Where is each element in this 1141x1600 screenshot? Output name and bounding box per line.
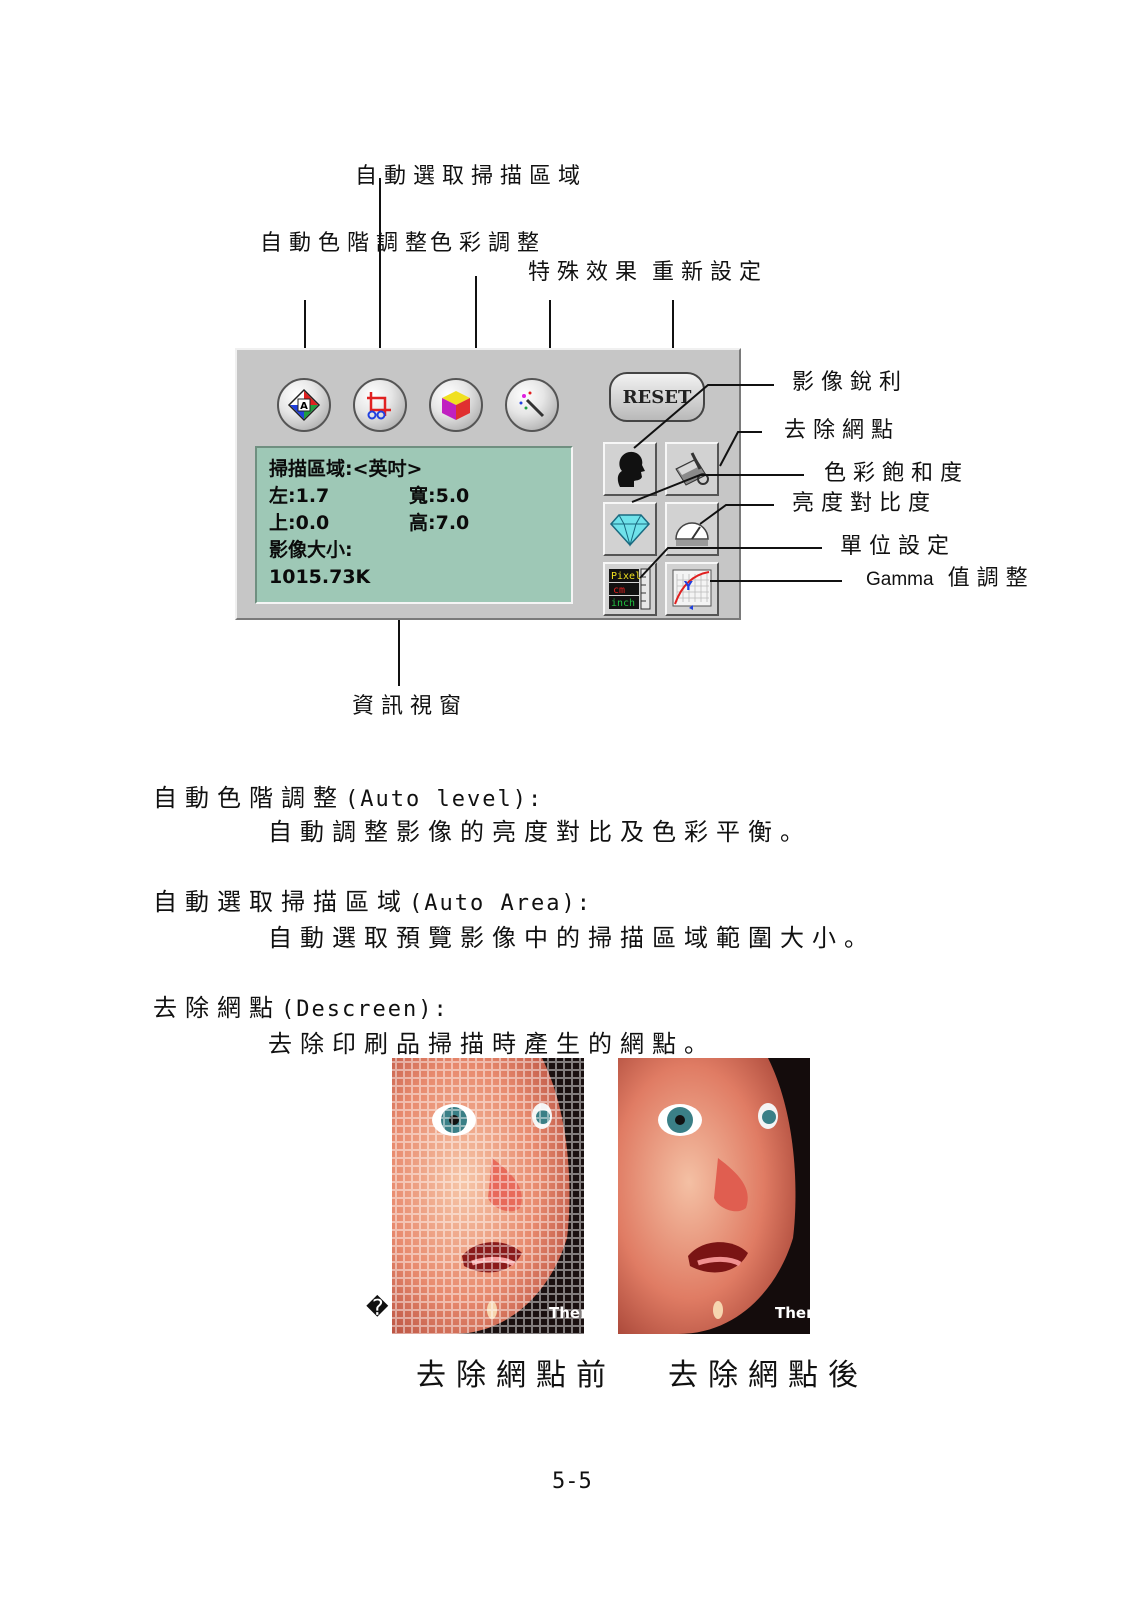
- section-auto-level-text: 自動調整影像的亮度對比及色彩平衡。: [268, 818, 812, 846]
- pointer-line-auto-level: [304, 300, 306, 368]
- color-cube-icon: [442, 391, 470, 420]
- info-height-value: 高:7.0: [409, 512, 470, 534]
- pointer-line-auto-area: [379, 178, 381, 350]
- info-width-value: 寬:5.0: [409, 485, 470, 507]
- section-auto-area-en: (Auto Area):: [409, 891, 592, 916]
- replacement-char-mark: �: [366, 1296, 389, 1321]
- label-sharpen: 影像銳利: [792, 370, 909, 395]
- label-descreen: 去除網點: [784, 418, 901, 443]
- auto-level-button[interactable]: A: [277, 378, 331, 432]
- label-special-effect: 特殊效果: [528, 260, 645, 285]
- label-reset: 重新設定: [652, 260, 769, 285]
- pointer-line-effect: [549, 300, 551, 368]
- descreen-button[interactable]: [603, 442, 657, 496]
- label-gamma: Gamma 值調整: [866, 560, 1035, 592]
- info-left-value: 左:1.7: [269, 485, 330, 507]
- section-auto-area-title: 自動選取掃描區域: [153, 888, 409, 916]
- pointer-line-info: [398, 606, 400, 686]
- baby-photo-after: There: [618, 1058, 810, 1334]
- info-scan-area-title: 掃描區域:<英吋>: [269, 458, 423, 480]
- section-descreen-title: 去除網點: [153, 994, 281, 1022]
- label-auto-area: 自動選取掃描區域: [355, 164, 588, 189]
- label-info-window: 資訊視窗: [352, 694, 469, 719]
- baby-photo-before: There: [392, 1058, 584, 1334]
- label-gamma-en: Gamma: [866, 569, 934, 590]
- face-silhouette-icon: [617, 451, 645, 487]
- pointer-line-color: [475, 276, 477, 362]
- section-auto-area-heading: 自動選取掃描區域(Auto Area):: [153, 882, 592, 917]
- photo-before-overlay-text: There: [549, 1304, 584, 1322]
- info-top-value: 上:0.0: [269, 512, 330, 534]
- pointer-line-reset: [672, 300, 674, 354]
- svg-text:Y: Y: [683, 579, 693, 593]
- unit-pixel-text: Pixel: [611, 571, 641, 582]
- sharpener-icon: [675, 452, 709, 486]
- section-auto-level-en: (Auto level):: [345, 787, 544, 812]
- label-auto-level: 自動色階調整: [260, 231, 435, 256]
- diamond-icon: [609, 514, 651, 547]
- saturation-button[interactable]: [603, 502, 657, 556]
- special-effect-button[interactable]: [505, 378, 559, 432]
- caption-after: 去除網點後: [668, 1358, 868, 1393]
- unit-setting-button[interactable]: Pixel cm inch: [603, 562, 657, 616]
- info-image-size-value: 1015.73K: [269, 566, 371, 588]
- label-gamma-rest: 值調整: [947, 566, 1035, 591]
- crop-scissors-icon: [367, 392, 391, 420]
- photo-after-overlay-text: There: [775, 1304, 810, 1322]
- brightness-contrast-button[interactable]: [665, 502, 719, 556]
- sharpen-button[interactable]: [665, 442, 719, 496]
- info-window: 掃描區域:<英吋> 左:1.7 寬:5.0 上:0.0 高:7.0 影像大小: …: [255, 446, 573, 604]
- section-auto-level-title: 自動色階調整: [153, 784, 345, 812]
- section-auto-level-heading: 自動色階調整(Auto level):: [153, 778, 543, 813]
- ruler-units-icon: Pixel cm inch: [609, 568, 651, 610]
- scanner-toolbar-panel: A RESET 掃描區域:<英吋> 左:1.7: [235, 348, 741, 620]
- section-descreen-heading: 去除網點(Descreen):: [153, 988, 449, 1023]
- magic-wand-icon: [519, 391, 545, 418]
- label-unit: 單位設定: [840, 534, 957, 559]
- section-descreen-text: 去除印刷品掃描時產生的網點。: [268, 1030, 716, 1058]
- caption-before: 去除網點前: [416, 1358, 616, 1393]
- unit-cm-text: cm: [613, 585, 625, 596]
- info-image-size-label: 影像大小:: [269, 539, 353, 561]
- page-number: 5-5: [552, 1469, 592, 1494]
- label-brightness: 亮度對比度: [792, 491, 938, 516]
- reset-button[interactable]: RESET: [609, 372, 705, 422]
- unit-inch-text: inch: [611, 598, 635, 609]
- gauge-icon: [675, 522, 709, 546]
- svg-text:A: A: [300, 401, 308, 412]
- auto-area-button[interactable]: [353, 378, 407, 432]
- color-adjust-button[interactable]: [429, 378, 483, 432]
- label-saturation: 色彩飽和度: [824, 461, 970, 486]
- gamma-button[interactable]: Y: [665, 562, 719, 616]
- auto-level-icon: A: [287, 388, 321, 422]
- label-color-adjust: 色彩調整: [430, 231, 547, 256]
- gamma-curve-icon: Y: [672, 569, 712, 610]
- section-auto-area-text: 自動選取預覽影像中的掃描區域範圍大小。: [268, 924, 876, 952]
- section-descreen-en: (Descreen):: [281, 997, 449, 1022]
